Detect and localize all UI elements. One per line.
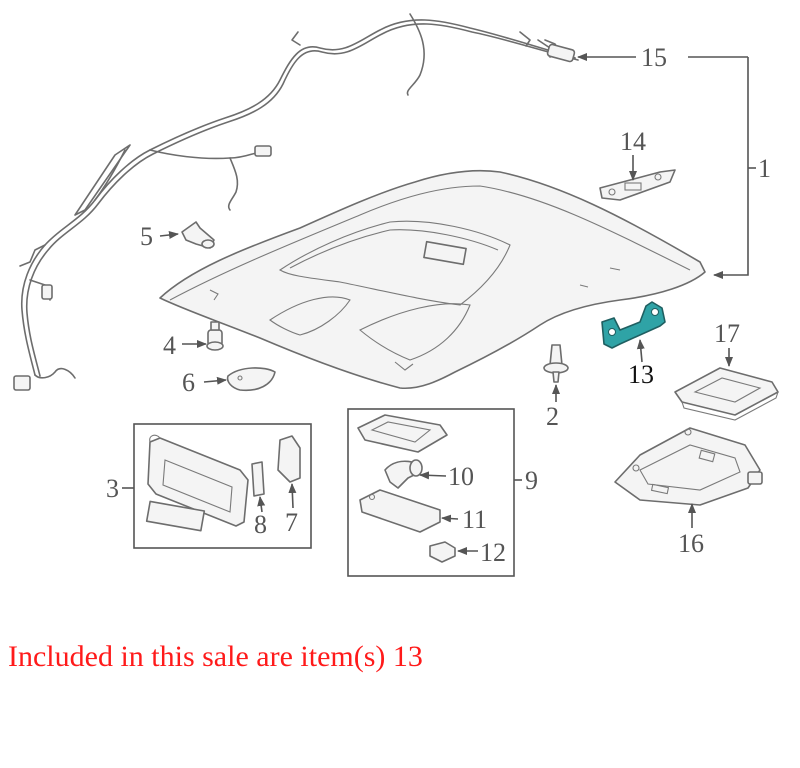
- wiring-harness: [13, 13, 579, 391]
- callout-8: 8: [254, 510, 267, 539]
- fastener-4: [206, 321, 224, 351]
- callout-3: 3: [106, 474, 119, 503]
- callout-15: 15: [641, 43, 667, 72]
- group-box-3: [133, 423, 312, 549]
- lens-11: [359, 489, 441, 533]
- callout-7: 7: [285, 508, 298, 537]
- visor-bracket-7: [277, 435, 301, 483]
- cover-6: [226, 367, 276, 392]
- callout-4: 4: [163, 331, 176, 360]
- callout-labels: 1 2 3 4 5 6 7 8 9 10 11 12 13 14 15 16 1…: [106, 43, 771, 567]
- lamp-17: [674, 367, 779, 421]
- callout-12: 12: [480, 538, 506, 567]
- callout-11: 11: [462, 505, 487, 534]
- grab-handle-13-highlighted: [601, 301, 666, 349]
- callout-1: 1: [758, 154, 771, 183]
- callout-16: 16: [678, 529, 704, 558]
- parts-diagram: 1 2 3 4 5 6 7 8 9 10 11 12 13 14 15 16 1…: [13, 13, 779, 577]
- callout-10: 10: [448, 462, 474, 491]
- callout-6: 6: [182, 368, 195, 397]
- visor-clip-8: [251, 461, 265, 497]
- console-16: [614, 427, 763, 506]
- clip-5: [181, 221, 215, 249]
- leader-lines: [122, 53, 756, 555]
- headliner: [159, 169, 706, 390]
- callout-9: 9: [525, 466, 538, 495]
- bulb-10: [384, 459, 423, 489]
- nut-12: [429, 541, 456, 563]
- callout-17: 17: [714, 319, 740, 348]
- group-box-9: [347, 408, 515, 577]
- sale-note: Included in this sale are item(s) 13: [8, 640, 423, 673]
- sun-visor-3: [145, 434, 249, 532]
- callout-13: 13: [628, 360, 654, 389]
- callout-2: 2: [546, 402, 559, 431]
- callout-14: 14: [620, 127, 646, 156]
- callout-5: 5: [140, 222, 153, 251]
- bracket-14: [599, 169, 676, 201]
- push-pin-2: [543, 344, 569, 383]
- lamp-assembly-9: [357, 414, 448, 453]
